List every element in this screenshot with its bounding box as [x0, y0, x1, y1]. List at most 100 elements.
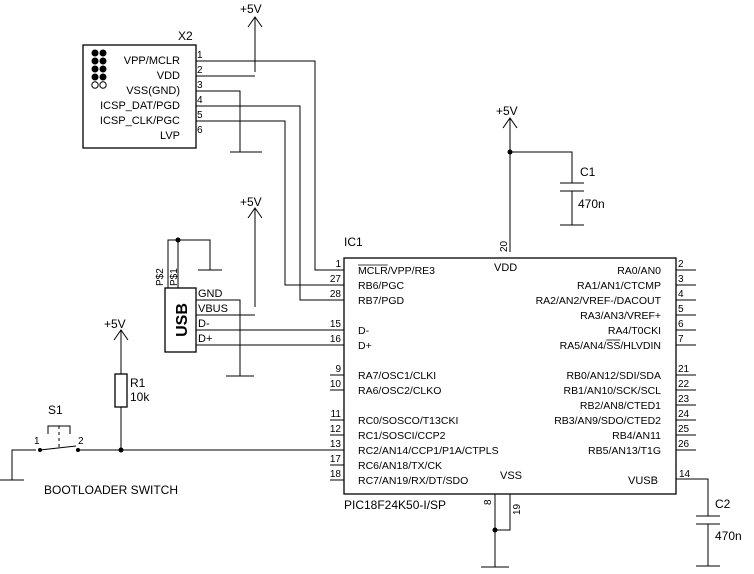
- ic-pin-num: 9: [335, 364, 341, 375]
- ic-ref: IC1: [344, 235, 363, 249]
- power-label-r1: +5V: [104, 317, 126, 331]
- s1-ref: S1: [48, 403, 63, 417]
- power-label-header: +5V: [240, 2, 262, 16]
- header-pin-name: VSS(GND): [126, 85, 180, 97]
- ic-pin-name: RB4/AN11: [612, 430, 661, 442]
- header-pin-num: 2: [197, 65, 203, 76]
- ic-pin-name: D+: [358, 340, 372, 352]
- c1-ref: C1: [580, 165, 596, 179]
- s1-pin1: 1: [34, 436, 40, 447]
- usb-pin-dminus: D-: [198, 318, 210, 330]
- ic-pin-name: RB6/PGC: [358, 280, 405, 292]
- icsp-header-x2: X2 VPP/MCLR VDD VSS(GND) ICSP_DAT/PGD IC…: [82, 29, 203, 149]
- ic-pin-num: 28: [330, 289, 342, 300]
- ic-pin-num: 22: [678, 379, 690, 390]
- ic-pin-name: RC1/SOSCI/CCP2: [358, 430, 446, 442]
- ic-pin-name: D-: [358, 325, 370, 337]
- ic-pin-num: 1: [335, 259, 341, 270]
- usb-body: [164, 287, 197, 353]
- r1-ref: R1: [130, 376, 146, 390]
- power-label-usb: +5V: [240, 195, 262, 209]
- ic-pin-name: RA4/T0CKI: [608, 325, 661, 337]
- ic-pin-num: 16: [330, 334, 342, 345]
- c2-ref: C2: [715, 497, 731, 511]
- usb-wires: [196, 299, 344, 377]
- header-pin-num: 3: [197, 80, 203, 91]
- ic-pin-num: 21: [678, 364, 690, 375]
- ic-pin-name: RB5/AN13/T1G: [588, 445, 661, 457]
- header-pin-num: 4: [197, 95, 203, 106]
- ic-pin-name: RC7/AN19/RX/DT/SDO: [358, 475, 468, 487]
- header-pin-name: LVP: [160, 130, 180, 142]
- ic-pin-num: 24: [678, 409, 690, 420]
- ic-pin-num: 4: [678, 289, 684, 300]
- header-pin-num: 5: [197, 110, 203, 121]
- ic-right-pin-stubs: [676, 269, 696, 451]
- ic-pin-name: RB0/AN12/SDI/SDA: [566, 370, 661, 382]
- usb-connector: P$2 P$1 USB GND VBUS D- D+: [155, 237, 228, 353]
- power-symbol-usb: +5V: [240, 195, 263, 307]
- ic-pin-name: RB2/AN8/CTED1: [580, 400, 661, 412]
- ic-pin-name: RB1/AN10/SCK/SCL: [564, 385, 662, 397]
- ic-body: [343, 257, 677, 495]
- ic-vusb-num: 14: [679, 469, 691, 480]
- ic-vss-num: 19: [512, 503, 523, 515]
- usb-label: USB: [174, 303, 191, 337]
- usb-pin-gnd: GND: [198, 288, 223, 300]
- ic-pin-num: 15: [330, 319, 342, 330]
- ic-pin-name: RA0/AN0: [617, 265, 661, 277]
- usb-pin-vbus: VBUS: [198, 303, 228, 315]
- usb-shield-label: P$1: [169, 268, 180, 286]
- power-label-c1: +5V: [496, 104, 518, 118]
- ic-pin-num: 12: [330, 424, 342, 435]
- header-pin-name: ICSP_CLK/PGC: [100, 115, 180, 127]
- ic-pin-num: 18: [330, 469, 342, 480]
- s1-pin2: 2: [78, 436, 84, 447]
- capacitor-c2: C2 470n: [676, 478, 742, 567]
- ic-pin-num: 27: [330, 274, 342, 285]
- header-pin-num: 6: [197, 125, 203, 136]
- ic-pin-num: 11: [331, 409, 342, 420]
- header-pin-dots: [91, 49, 107, 89]
- ic-pin-name: RA2/AN2/VREF-/DACOUT: [536, 295, 662, 307]
- ic-vdd-name: VDD: [494, 262, 517, 274]
- ic-part: PIC18F24K50-I/SP: [344, 498, 446, 512]
- ic-pin-name: RA5/AN4/SS/HLVDIN: [560, 340, 661, 352]
- ic-pin-num: 13: [330, 439, 342, 450]
- ic-pin-name: RA7/OSC1/CLKI: [358, 370, 436, 382]
- ic-pin-num: 10: [330, 379, 342, 390]
- microcontroller-ic1: IC1 PIC18F24K50-I/SP MCLR/VPP/RE3 1RB6/PG…: [330, 235, 691, 515]
- bootloader-label: BOOTLOADER SWITCH: [44, 483, 178, 497]
- header-pin-name: VPP/MCLR: [124, 55, 180, 67]
- ic-pin-name: RA6/OSC2/CLKO: [358, 385, 441, 397]
- ic-pin-name: RB7/PGD: [358, 295, 405, 307]
- c2-value: 470n: [715, 529, 742, 543]
- header-pin-name: VDD: [157, 70, 180, 82]
- ic-pin-num: 6: [678, 319, 684, 330]
- ic-pin-name: RA3/AN3/VREF+: [580, 310, 661, 322]
- ic-pin-name: RC0/SOSCO/T13CKI: [358, 415, 458, 427]
- power-symbol-c1: +5V: [496, 104, 518, 252]
- ic-pin-num: 25: [678, 424, 690, 435]
- ic-pin-num: 2: [678, 259, 684, 270]
- usb-pin-dplus: D+: [198, 333, 212, 345]
- ic-pin-name: MCLR/VPP/RE3: [358, 265, 435, 277]
- ic-pin-name: RC6/AN18/TX/CK: [358, 460, 442, 472]
- ic-pin-num: 5: [678, 304, 684, 315]
- resistor-r1: R1 10k: [114, 373, 150, 453]
- usb-shield-label: P$2: [155, 268, 166, 286]
- capacitor-c1: C1 470n: [507, 149, 605, 226]
- ic-pin-num: 3: [678, 274, 684, 285]
- power-symbol-r1: +5V: [104, 317, 129, 374]
- ic-vusb-name: VUSB: [628, 475, 658, 487]
- ic-pin-name: RA1/AN1/CTCMP: [577, 280, 661, 292]
- r1-value: 10k: [130, 390, 150, 404]
- header-wires: [196, 60, 344, 301]
- switch-s1: S1 1 2: [0, 403, 344, 481]
- power-symbol-header: +5V: [240, 2, 263, 72]
- c1-value: 470n: [578, 197, 605, 211]
- header-pin-name: ICSP_DAT/PGD: [100, 100, 180, 112]
